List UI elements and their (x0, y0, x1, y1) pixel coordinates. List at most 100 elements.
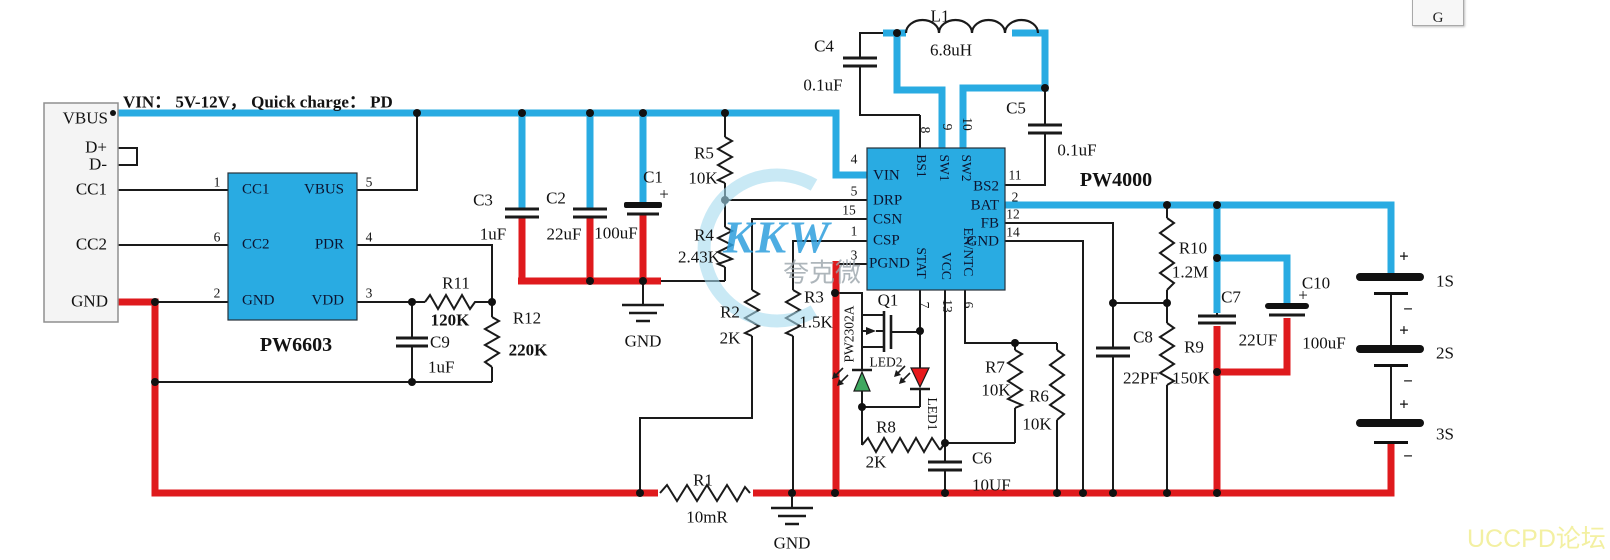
capacitors (396, 56, 1305, 472)
input-note: VIN： 5V-12V， Quick charge： PD (123, 92, 393, 112)
capacitor-c2 (573, 207, 607, 219)
label-r6: R6 (1029, 386, 1049, 406)
mosfet-q1 (862, 311, 920, 352)
pw4000-pinnum-1: 1 (850, 223, 858, 239)
watermark-kkw-cn: 夸克微 (782, 257, 862, 288)
resistor-r9 (1158, 322, 1177, 386)
label-r10-value: 1.2M (1171, 262, 1209, 282)
pw4000-pin-vin: VIN (873, 167, 900, 184)
label-r8-value: 2K (865, 452, 887, 472)
pw4000-pin-en: EN/NTC (960, 227, 976, 277)
pw4000-pin-bs1: BS1 (913, 154, 929, 178)
cell2-label: 2S (1436, 343, 1454, 363)
pw4000-pinnum-10: 10 (959, 117, 975, 131)
cell2-plus: + (1399, 320, 1409, 340)
label-c10: C10 (1301, 273, 1331, 293)
capacitor-c4 (843, 56, 877, 68)
pw4000-pinnum-6: 6 (960, 301, 976, 309)
watermark-forum: UCCPD论坛 (1467, 525, 1606, 553)
label-q1: Q1 (877, 290, 899, 310)
label-c9: C9 (430, 332, 450, 352)
resistor-r6 (1048, 349, 1066, 421)
label-c5-value: 0.1uF (1057, 140, 1097, 160)
pw4000-pinnum-15: 15 (842, 202, 856, 218)
pw6603-pinnum-6: 6 (213, 229, 221, 245)
cropped-toolbar-button[interactable]: G (1412, 0, 1464, 26)
label-c1-plus: + (659, 184, 669, 204)
pw4000-pin-vcc: VCC (938, 252, 954, 280)
label-gnd-input: GND (624, 331, 662, 351)
label-r2: R2 (720, 302, 740, 322)
resistor-r10 (1158, 217, 1176, 291)
wire-fb (1005, 222, 1167, 304)
label-c2-value: 22uF (546, 224, 582, 244)
label-r3: R3 (804, 287, 824, 307)
trace-gnd-left-rail (113, 298, 658, 497)
pw4000-name: PW4000 (1079, 169, 1153, 191)
resistor-r4 (715, 226, 735, 268)
connector-pin-vbus: VBUS (62, 108, 108, 128)
pw6603-pinnum-3: 3 (365, 285, 373, 301)
label-led1: LED1 (924, 397, 940, 431)
pw6603-pin-vbus: VBUS (303, 181, 344, 198)
cell2-minus: − (1403, 371, 1413, 391)
cell1-plate-pos (1356, 273, 1424, 281)
battery-stack (1356, 273, 1424, 444)
pw4000-pinnum-3: 3 (850, 247, 858, 263)
pw6603-pin-cc1: CC1 (242, 181, 270, 198)
pw6603-body (227, 172, 358, 321)
resistor-r12 (482, 316, 502, 368)
pw6603-pin-vdd: VDD (311, 292, 345, 309)
wire-c4-top (859, 32, 897, 58)
label-r12-value: 220K (508, 340, 548, 360)
capacitor-c10-thick (1265, 303, 1309, 309)
pw4000-pin-csn: CSN (873, 211, 903, 228)
pw4000-pin-drp: DRP (873, 192, 903, 209)
label-r7: R7 (985, 357, 1005, 377)
wire-vbus5-riser (357, 113, 418, 191)
wire-c5 (1005, 88, 1046, 186)
pw6603-pin-pdr: PDR (314, 236, 344, 253)
label-r1: R1 (693, 470, 713, 490)
cell1-plate-neg (1374, 292, 1408, 295)
cell3-plate-neg (1374, 441, 1408, 444)
q1-body-arrow (866, 327, 876, 335)
pw4000-pin-stat: STAT (913, 247, 929, 279)
label-l1: L1 (930, 6, 950, 26)
pw4000-pin-fb: FB (980, 215, 999, 232)
cell3-minus: − (1403, 446, 1413, 466)
capacitor-c8 (1096, 346, 1130, 358)
pw4000-pin-sw1: SW1 (936, 154, 952, 182)
pw4000-body (866, 147, 1006, 291)
q1-stubs (862, 314, 884, 348)
label-c9-value: 1uF (428, 357, 455, 377)
label-gnd-bottom: GND (773, 533, 811, 553)
label-r3-value: 1.5K (799, 312, 833, 332)
connector-pin-dplus: D+ (85, 137, 107, 157)
label-c8-value: 22PF (1123, 368, 1159, 388)
label-r4: R4 (694, 225, 714, 245)
label-c7: C7 (1221, 287, 1241, 307)
label-r2-value: 2K (719, 328, 741, 348)
pw4000-pinnum-7: 7 (916, 301, 932, 309)
label-c2: C2 (546, 188, 566, 208)
capacitor-c7 (1198, 314, 1236, 325)
cell3-plate-pos (1356, 419, 1424, 427)
pw4000-pin-bat: BAT (970, 197, 999, 214)
wire-csn (751, 218, 867, 290)
label-c6-value: 10UF (972, 475, 1011, 495)
resistor-r7 (1005, 349, 1025, 409)
capacitor-c1-thick (624, 202, 662, 208)
polarized-plates (624, 202, 1309, 309)
wire-csn-sense (639, 336, 753, 493)
label-r1-value: 10mR (686, 507, 728, 527)
wire-led1-out (862, 388, 921, 408)
cell3-label: 3S (1436, 424, 1454, 444)
pw4000-pinnum-4: 4 (850, 151, 858, 167)
label-c3: C3 (473, 190, 493, 210)
label-r4-value: 2.43K (677, 247, 721, 267)
wire-c4-bottom (859, 66, 921, 148)
resistor-r11 (424, 292, 478, 312)
trace-bat (1005, 201, 1395, 273)
